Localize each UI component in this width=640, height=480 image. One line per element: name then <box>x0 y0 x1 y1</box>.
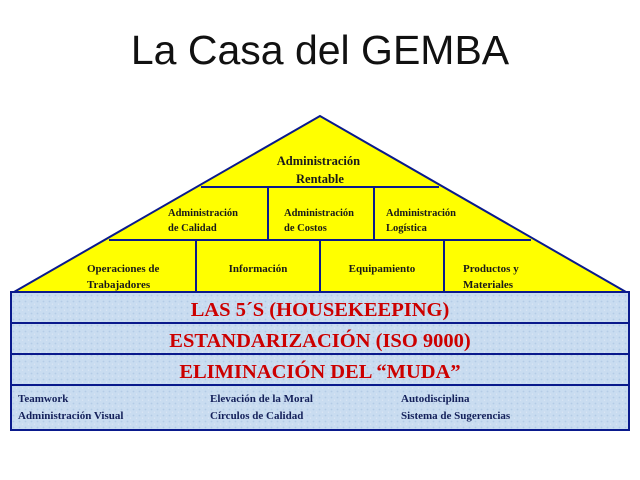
band-housekeeping-label: LAS 5´S (HOUSEKEEPING) <box>191 299 450 321</box>
roof-information-label: Información <box>229 263 288 275</box>
roof-dividers <box>109 186 531 292</box>
base-column-1: Teamwork Administración Visual <box>18 393 123 422</box>
roof-products-label: Productos y Materiales <box>463 263 521 291</box>
base-teamwork: Teamwork <box>18 393 69 405</box>
roof-equipment-label: Equipamiento <box>349 263 416 275</box>
roof-top-line1: Administración <box>277 154 360 168</box>
foundation <box>10 384 630 431</box>
band-muda-label: ELIMINACIÓN DEL “MUDA” <box>179 359 460 383</box>
roof-costs-label: Administración de Costos <box>284 208 357 234</box>
roof-quality-label: Administración de Calidad <box>168 208 241 234</box>
band-muda <box>10 353 630 386</box>
band-standardization <box>10 322 630 355</box>
base-self-discipline: Autodisciplina <box>401 393 470 405</box>
band-housekeeping <box>10 291 630 324</box>
base-quality-circles: Círculos de Calidad <box>210 410 303 422</box>
roof-top-label: Administración Rentable <box>277 154 363 186</box>
base-suggestion-system: Sistema de Sugerencias <box>401 410 511 422</box>
base-column-3: Autodisciplina Sistema de Sugerencias <box>401 393 511 422</box>
base-visual-management: Administración Visual <box>18 410 123 422</box>
base-morale: Elevación de la Moral <box>210 393 313 405</box>
slide-title: La Casa del GEMBA <box>130 27 510 73</box>
roof-workers-label: Operaciones de Trabajadores <box>87 263 162 291</box>
roof-logistics-label: Administración Logística <box>386 208 459 234</box>
roof-top-line2: Rentable <box>296 172 344 186</box>
base-column-2: Elevación de la Moral Círculos de Calida… <box>210 393 316 422</box>
band-standardization-label: ESTANDARIZACIÓN (ISO 9000) <box>169 328 470 352</box>
